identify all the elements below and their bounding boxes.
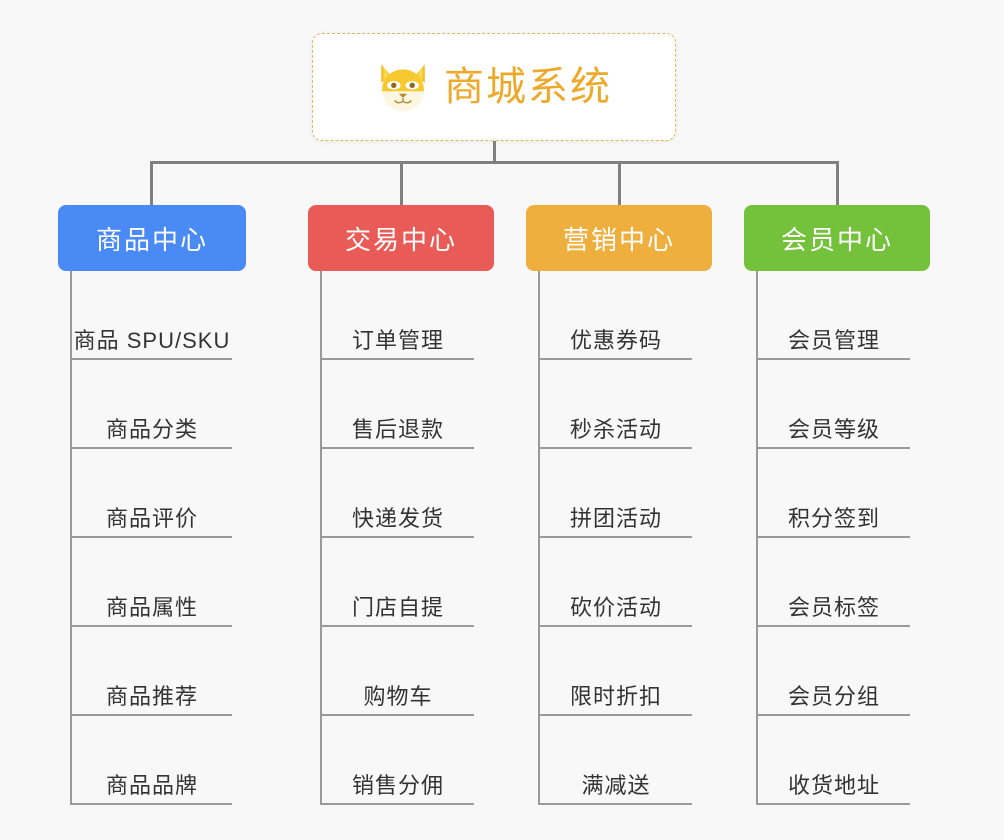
leaf-list-1: 商品 SPU/SKU 商品分类 商品评价 商品属性 商品推荐 商品品牌 bbox=[70, 271, 246, 805]
root-node[interactable]: 商城系统 bbox=[312, 33, 676, 141]
leaf-label: 快递发货 bbox=[351, 505, 444, 531]
leaf-list-4: 会员管理 会员等级 积分签到 会员标签 会员分组 收货地址 bbox=[756, 271, 930, 805]
leaf-label: 购物车 bbox=[363, 683, 433, 709]
category-header-2[interactable]: 交易中心 bbox=[308, 205, 494, 271]
list-item[interactable]: 满减送 bbox=[540, 716, 692, 805]
list-item[interactable]: 拼团活动 bbox=[540, 449, 692, 538]
list-item[interactable]: 售后退款 bbox=[322, 360, 474, 449]
category-title-2: 交易中心 bbox=[344, 224, 457, 255]
leaf-label: 会员等级 bbox=[787, 416, 880, 442]
list-item[interactable]: 会员分组 bbox=[758, 627, 910, 716]
category-header-3[interactable]: 营销中心 bbox=[526, 205, 712, 271]
leaf-label: 满减送 bbox=[581, 772, 651, 798]
list-item[interactable]: 商品推荐 bbox=[72, 627, 232, 716]
list-item[interactable]: 砍价活动 bbox=[540, 538, 692, 627]
leaf-label: 商品 SPU/SKU bbox=[73, 327, 231, 353]
category-title-3: 营销中心 bbox=[562, 224, 675, 255]
leaf-label: 秒杀活动 bbox=[569, 416, 662, 442]
list-item[interactable]: 积分签到 bbox=[758, 449, 910, 538]
list-item[interactable]: 秒杀活动 bbox=[540, 360, 692, 449]
list-item[interactable]: 商品 SPU/SKU bbox=[72, 271, 232, 360]
leaf-label: 售后退款 bbox=[351, 416, 444, 442]
connector-drop-1 bbox=[150, 161, 153, 205]
leaf-label: 积分签到 bbox=[787, 505, 880, 531]
root-node-content: 商城系统 bbox=[376, 61, 612, 113]
list-item[interactable]: 会员管理 bbox=[758, 271, 910, 360]
list-item[interactable]: 限时折扣 bbox=[540, 627, 692, 716]
leaf-label: 商品品牌 bbox=[105, 772, 198, 798]
shiba-dog-face-icon bbox=[381, 64, 425, 112]
leaf-label: 销售分佣 bbox=[351, 772, 444, 798]
branch-column-1: 商品中心 商品 SPU/SKU 商品分类 商品评价 商品属性 商品推荐 商品品牌 bbox=[58, 205, 246, 805]
leaf-label: 商品分类 bbox=[105, 416, 198, 442]
leaf-label: 限时折扣 bbox=[569, 683, 662, 709]
branch-column-4: 会员中心 会员管理 会员等级 积分签到 会员标签 会员分组 收货地址 bbox=[744, 205, 930, 805]
list-item[interactable]: 商品属性 bbox=[72, 538, 232, 627]
leaf-label: 会员管理 bbox=[787, 327, 880, 353]
connector-drop-3 bbox=[618, 161, 621, 205]
leaf-list-2: 订单管理 售后退款 快递发货 门店自提 购物车 销售分佣 bbox=[320, 271, 494, 805]
leaf-label: 订单管理 bbox=[351, 327, 444, 353]
root-title: 商城系统 bbox=[444, 65, 612, 109]
list-item[interactable]: 商品品牌 bbox=[72, 716, 232, 805]
list-item[interactable]: 优惠券码 bbox=[540, 271, 692, 360]
leaf-label: 拼团活动 bbox=[569, 505, 662, 531]
list-item[interactable]: 商品评价 bbox=[72, 449, 232, 538]
list-item[interactable]: 会员标签 bbox=[758, 538, 910, 627]
list-item[interactable]: 门店自提 bbox=[322, 538, 474, 627]
leaf-label: 商品评价 bbox=[105, 505, 198, 531]
connector-root-stem bbox=[493, 141, 496, 163]
list-item[interactable]: 快递发货 bbox=[322, 449, 474, 538]
branch-column-2: 交易中心 订单管理 售后退款 快递发货 门店自提 购物车 销售分佣 bbox=[308, 205, 494, 805]
branch-column-3: 营销中心 优惠券码 秒杀活动 拼团活动 砍价活动 限时折扣 满减送 bbox=[526, 205, 712, 805]
list-item[interactable]: 会员等级 bbox=[758, 360, 910, 449]
leaf-label: 砍价活动 bbox=[569, 594, 662, 620]
category-header-1[interactable]: 商品中心 bbox=[58, 205, 246, 271]
leaf-label: 会员分组 bbox=[787, 683, 880, 709]
category-title-4: 会员中心 bbox=[780, 224, 893, 255]
list-item[interactable]: 商品分类 bbox=[72, 360, 232, 449]
connector-drop-4 bbox=[836, 161, 839, 205]
leaf-label: 优惠券码 bbox=[569, 327, 662, 353]
list-item[interactable]: 销售分佣 bbox=[322, 716, 474, 805]
list-item[interactable]: 收货地址 bbox=[758, 716, 910, 805]
leaf-label: 门店自提 bbox=[351, 594, 444, 620]
connector-drop-2 bbox=[400, 161, 403, 205]
leaf-label: 商品推荐 bbox=[105, 683, 198, 709]
list-item[interactable]: 订单管理 bbox=[322, 271, 474, 360]
category-title-1: 商品中心 bbox=[95, 224, 208, 255]
leaf-label: 收货地址 bbox=[787, 772, 880, 798]
leaf-label: 商品属性 bbox=[105, 594, 198, 620]
connector-horizontal-bus bbox=[150, 161, 838, 164]
category-header-4[interactable]: 会员中心 bbox=[744, 205, 930, 271]
leaf-label: 会员标签 bbox=[787, 594, 880, 620]
list-item[interactable]: 购物车 bbox=[322, 627, 474, 716]
leaf-list-3: 优惠券码 秒杀活动 拼团活动 砍价活动 限时折扣 满减送 bbox=[538, 271, 712, 805]
